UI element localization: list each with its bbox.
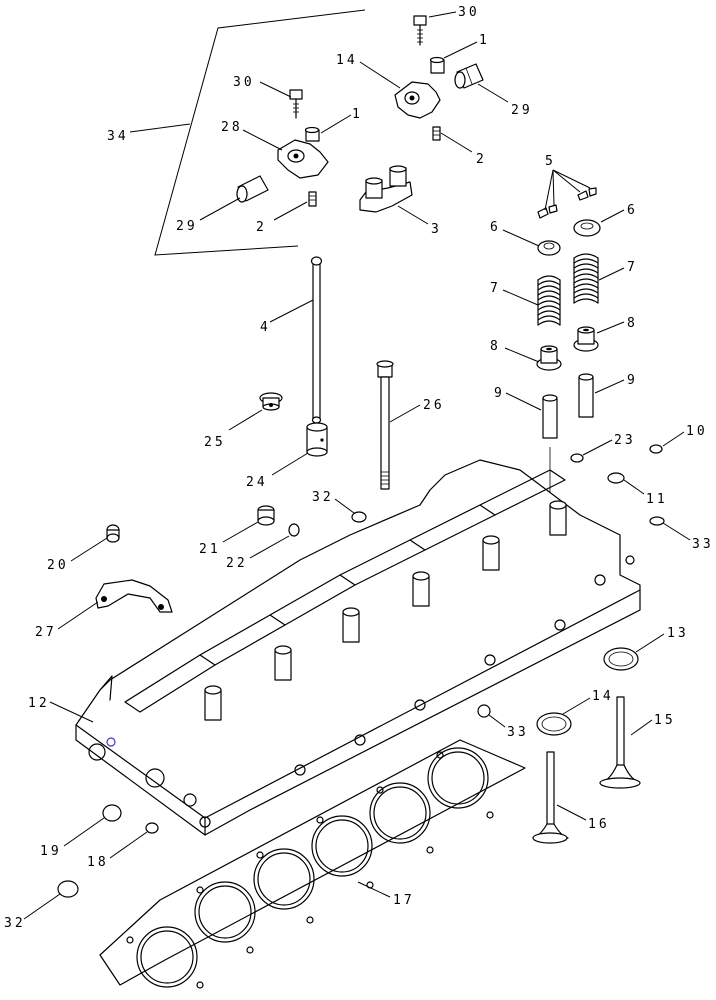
o-ring-32-top (351, 511, 367, 523)
o-ring-11 (607, 472, 625, 484)
plug-20 (106, 524, 120, 543)
callout-labels: 30 1 14 29 30 34 28 1 2 29 2 3 5 6 6 7 7… (4, 5, 714, 931)
callout-33-bottom: 33 (507, 725, 529, 740)
valve-seat-insert-23 (570, 453, 584, 463)
callout-10: 10 (686, 424, 708, 439)
callout-34: 34 (107, 129, 129, 144)
leader-lines (23, 11, 691, 920)
cylinder-head-bolt (376, 360, 394, 490)
rocker-pin-lower (236, 175, 269, 203)
callout-22: 22 (226, 556, 248, 571)
callout-12: 12 (28, 696, 50, 711)
push-rod (310, 256, 323, 424)
callout-9-left: 9 (494, 386, 505, 401)
plug-10 (649, 444, 663, 454)
valve-spring-left (537, 275, 561, 326)
callout-2-top: 2 (476, 152, 487, 167)
callout-1-mid: 1 (352, 107, 363, 122)
callout-25: 25 (204, 435, 226, 450)
callout-20: 20 (47, 558, 69, 573)
lock-nut-lower (304, 126, 320, 142)
cam-follower (306, 422, 328, 457)
callout-23: 23 (614, 433, 636, 448)
o-ring-33-top (649, 516, 665, 526)
small-screw-upper (432, 126, 441, 141)
callout-4: 4 (260, 320, 271, 335)
callout-27: 27 (35, 625, 57, 640)
callout-21: 21 (199, 542, 221, 557)
valve-bridge (359, 165, 413, 213)
callout-30-left: 30 (233, 75, 255, 90)
callout-29-left: 29 (176, 219, 198, 234)
callout-1-top: 1 (479, 33, 490, 48)
callout-32-top: 32 (312, 490, 334, 505)
callout-33-right: 33 (692, 537, 714, 552)
callout-7-right: 7 (627, 260, 638, 275)
valve-guide-right (578, 373, 594, 418)
rocker-pin-upper (454, 63, 484, 89)
valve-stem-seal-right (573, 326, 599, 352)
callout-32-bottom: 32 (4, 916, 26, 931)
rocker-arm-lower (277, 139, 329, 179)
callout-24: 24 (246, 475, 268, 490)
callout-13: 13 (667, 626, 689, 641)
exhaust-valve (532, 751, 569, 844)
lifting-bracket-27 (95, 579, 173, 613)
seal-ring-13 (603, 647, 639, 671)
callout-18: 18 (87, 855, 109, 870)
adjusting-screw-lower (289, 89, 303, 119)
callout-17: 17 (393, 893, 415, 908)
rocker-assembly-bracket (154, 9, 366, 256)
o-ring-33-bottom (477, 704, 491, 718)
callout-5: 5 (545, 154, 556, 169)
small-screw-lower (308, 191, 317, 207)
plug (259, 392, 283, 411)
lock-nut-upper (429, 56, 445, 74)
valve-keepers (537, 187, 597, 219)
callout-6-left: 6 (490, 220, 501, 235)
callout-15: 15 (654, 713, 676, 728)
intake-valve (599, 696, 641, 789)
o-ring-32-bottom (57, 880, 79, 898)
valve-guide-left (542, 394, 558, 439)
valve-stem-seal-left (536, 345, 562, 371)
cylinder-head (75, 459, 641, 836)
head-gasket (99, 739, 526, 989)
callout-8-right: 8 (627, 316, 638, 331)
callout-3: 3 (431, 222, 442, 237)
callout-28: 28 (221, 120, 243, 135)
callout-26: 26 (423, 398, 445, 413)
callout-14-top: 14 (336, 53, 358, 68)
o-ring-19 (102, 804, 122, 822)
callout-2-left: 2 (256, 220, 267, 235)
seal-ring-14 (536, 712, 572, 736)
callout-29-top: 29 (511, 103, 533, 118)
callout-7-left: 7 (490, 281, 501, 296)
callout-8-left: 8 (490, 339, 501, 354)
spring-retainer-left (537, 240, 561, 256)
plug-21 (257, 505, 275, 526)
o-ring-18 (145, 822, 159, 834)
callout-14-bottom: 14 (592, 689, 614, 704)
callout-6-right: 6 (627, 203, 638, 218)
callout-16: 16 (588, 817, 610, 832)
callout-11: 11 (646, 492, 668, 507)
callout-9-right: 9 (627, 373, 638, 388)
callout-30-top: 30 (458, 5, 480, 20)
adjusting-screw-upper (413, 15, 427, 46)
valve-spring-right (573, 253, 599, 304)
o-ring-22 (288, 523, 300, 537)
callout-19: 19 (40, 844, 62, 859)
spring-retainer-right (573, 219, 601, 237)
rocker-arm-upper (394, 81, 441, 119)
